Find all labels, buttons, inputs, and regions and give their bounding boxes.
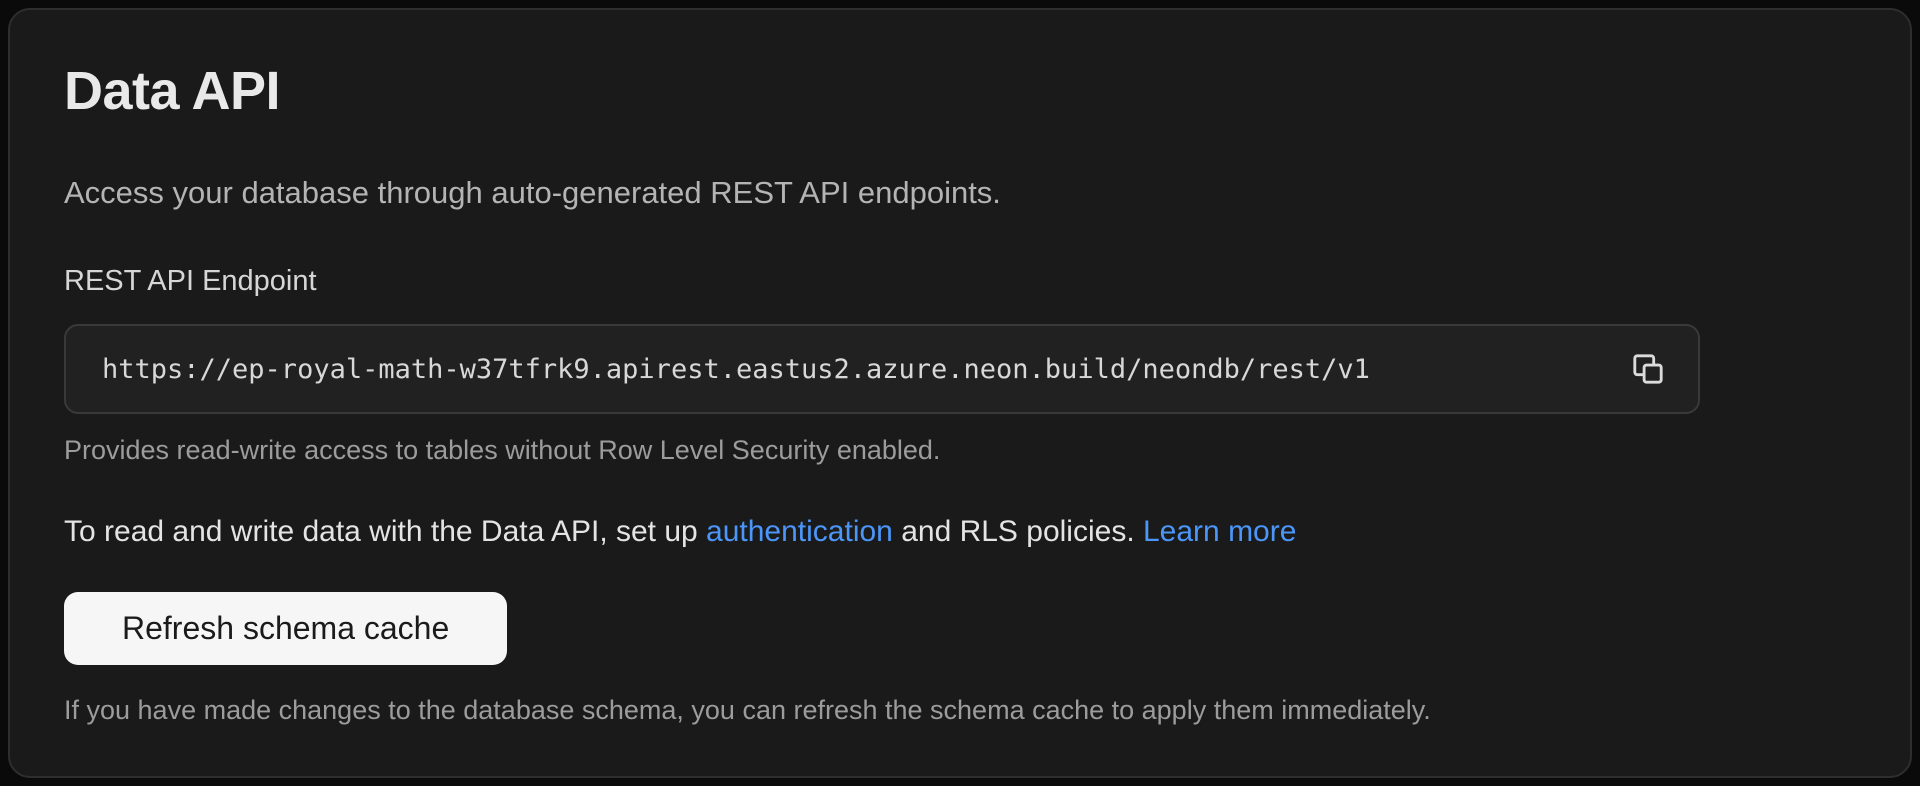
schema-cache-helper-text: If you have made changes to the database… xyxy=(64,695,1431,725)
rls-note-text-middle: and RLS policies. xyxy=(892,515,1143,548)
rest-api-endpoint-field[interactable]: https://ep-royal-math-w37tfrk9.apirest.e… xyxy=(64,324,1700,414)
learn-more-link[interactable]: Learn more xyxy=(1143,515,1297,548)
rls-note-text-before: To read and write data with the Data API… xyxy=(64,515,707,548)
endpoint-helper-text: Provides read-write access to tables wit… xyxy=(64,435,941,465)
rls-note: To read and write data with the Data API… xyxy=(64,512,1856,552)
page-title: Data API xyxy=(64,61,281,121)
page-description: Access your database through auto-genera… xyxy=(64,175,1001,210)
rest-api-endpoint-url: https://ep-royal-math-w37tfrk9.apirest.e… xyxy=(102,353,1370,385)
copy-endpoint-button[interactable] xyxy=(1628,349,1668,389)
authentication-link[interactable]: authentication xyxy=(706,515,893,548)
refresh-schema-cache-button[interactable]: Refresh schema cache xyxy=(64,592,508,665)
rest-api-endpoint-label: REST API Endpoint xyxy=(64,265,317,297)
copy-icon xyxy=(1630,351,1666,387)
data-api-panel: Data API Access your database through au… xyxy=(8,8,1912,778)
